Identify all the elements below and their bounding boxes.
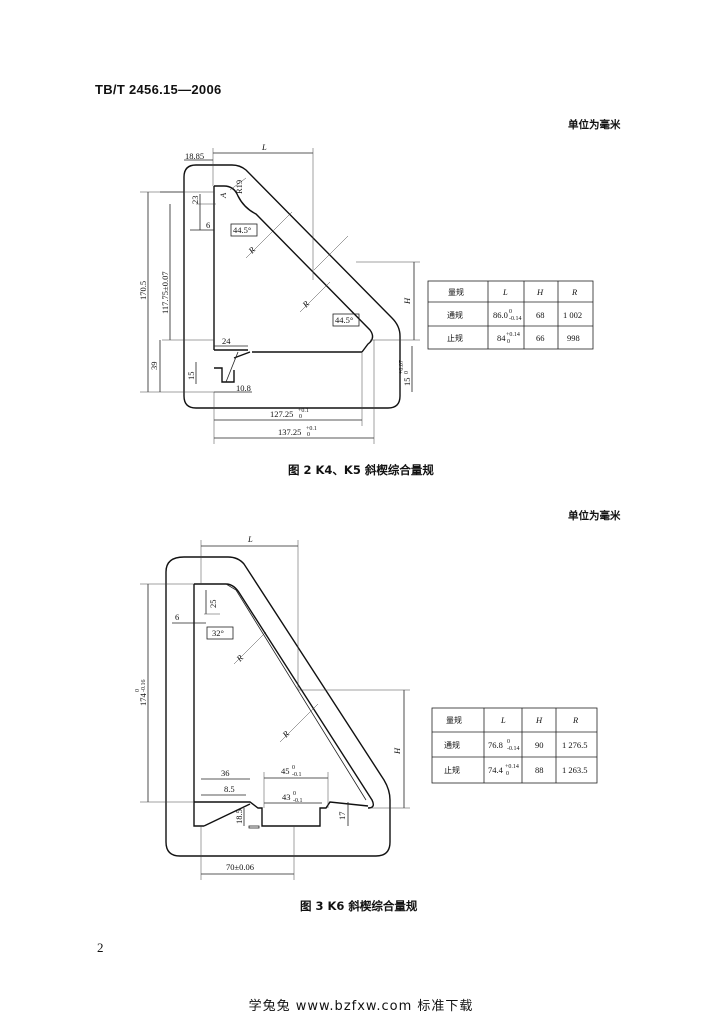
fig2-inner-profile xyxy=(213,185,374,383)
footer-watermark: 学兔兔 www.bzfxw.com 标准下载 xyxy=(248,999,474,1014)
dim-10-8: 10.8 xyxy=(236,383,251,393)
fig3-dim-45-up: 0 xyxy=(292,765,295,771)
fig2-row2-L-lo: 0 xyxy=(507,339,510,345)
fig2-row2-L: 84 xyxy=(497,333,506,343)
fig3-dim-174: 174 xyxy=(138,693,148,707)
fig3-dim-45: 45 xyxy=(281,766,290,776)
unit-note-fig3: 单位为毫米 xyxy=(568,510,621,522)
fig3-dim-R-lower: R xyxy=(280,728,292,740)
fig2-outline xyxy=(183,164,401,409)
fig3-dim-L: L xyxy=(247,534,253,544)
dim-24: 24 xyxy=(222,336,231,346)
page-number: 2 xyxy=(97,940,104,955)
fig3-dim-17: 17 xyxy=(337,812,347,821)
fig3-dim-174-up: 0 xyxy=(135,689,141,692)
fig3-th-gauge: 量规 xyxy=(446,715,462,725)
fig3-row1-L: 76.8 xyxy=(488,740,503,750)
fig3-dim-70: 70±0.06 xyxy=(226,862,254,872)
fig2-row2-L-up: +0.14 xyxy=(506,332,520,338)
fig3-dim-36: 36 xyxy=(221,768,230,778)
fig2-row2-H: 66 xyxy=(536,333,545,343)
fig3-dim-174-lo: -0.16 xyxy=(141,680,147,693)
dim-170-5: 170.5 xyxy=(138,281,148,300)
fig2-row2-R: 998 xyxy=(567,333,580,343)
figure3-caption: 图 3 K6 斜楔综合量规 xyxy=(300,899,418,913)
fig3-dim-6: 6 xyxy=(175,612,179,622)
fig2-th-gauge: 量规 xyxy=(448,287,464,297)
fig2-th-L: L xyxy=(502,287,508,297)
fig2-row1-H: 68 xyxy=(536,310,545,320)
fig3-row2-R: 1 263.5 xyxy=(562,765,588,775)
angle-44-5-lower: 44.5° xyxy=(335,315,353,325)
fig3-dim-25: 25 xyxy=(208,600,218,609)
fig2-row1-L-up: 0 xyxy=(509,309,512,315)
dim-R-upper: R xyxy=(246,244,258,256)
fig3-dim-H: H xyxy=(392,747,402,755)
unit-note-fig2: 单位为毫米 xyxy=(568,119,621,131)
fig3-row2-L-lo: 0 xyxy=(506,771,509,777)
fig3-th-H: H xyxy=(535,715,543,725)
dim-6: 6 xyxy=(206,220,210,230)
fig3-row1-L-lo: -0.14 xyxy=(507,746,520,752)
fig3-outline xyxy=(165,556,391,857)
fig3-row1-H: 90 xyxy=(535,740,544,750)
dim-15-right-tol-up: +0.07 xyxy=(399,360,405,374)
fig2-row2-name: 止规 xyxy=(447,333,463,343)
dim-15-right-tol-lo: 0 xyxy=(404,371,410,374)
fig2-row1-L: 86.0 xyxy=(493,310,508,320)
dim-18-85: 18.85 xyxy=(185,151,204,161)
standard-code: TB/T 2456.15—2006 xyxy=(95,82,222,97)
fig3-table: 量规 L H R 通规 76.8 0 -0.14 90 1 276.5 止规 7… xyxy=(431,707,598,784)
fig3-dim-8-5: 8.5 xyxy=(224,784,235,794)
fig2-row1-name: 通规 xyxy=(447,310,463,320)
fig3-dim-18-5: 18.5 xyxy=(234,809,244,824)
fig3-dim-45-lo: -0.1 xyxy=(292,772,302,778)
dim-L: L xyxy=(261,142,267,152)
fig2-row1-R: 1 002 xyxy=(563,310,582,320)
dim-15-left: 15 xyxy=(186,372,196,381)
fig2-row1-L-lo: -0.14 xyxy=(509,316,522,322)
fig3-dim-43-lo: -0.1 xyxy=(293,798,303,804)
dim-A: A xyxy=(218,192,228,199)
dim-39: 39 xyxy=(149,362,159,371)
dim-137-25-lo: 0 xyxy=(307,432,310,438)
fig3-dim-43: 43 xyxy=(282,792,291,802)
dim-R-lower: R xyxy=(300,298,312,310)
dim-117-75: 117.75±0.07 xyxy=(160,271,170,314)
dim-H: H xyxy=(402,297,412,305)
fig3-dim-43-up: 0 xyxy=(293,791,296,797)
fig3-row1-L-up: 0 xyxy=(507,739,510,745)
fig3-th-L: L xyxy=(500,715,506,725)
dim-23: 23 xyxy=(190,196,200,205)
dim-R19: R19 xyxy=(234,180,244,194)
figure2-caption: 图 2 K4、K5 斜楔综合量规 xyxy=(288,463,434,477)
dim-137-25: 137.25 xyxy=(278,427,301,437)
fig3-row2-L: 74.4 xyxy=(488,765,504,775)
fig3-row2-L-up: +0.14 xyxy=(505,764,519,770)
fig3-row1-name: 通规 xyxy=(444,740,460,750)
fig2-table: 量规 L H R 通规 86.0 0 -0.14 68 1 002 止规 84 … xyxy=(427,280,594,350)
dim-127-25-up: +0.1 xyxy=(298,408,309,414)
dim-127-25: 127.25 xyxy=(270,409,293,419)
fig3-th-R: R xyxy=(572,715,579,725)
fig3-angle-32: 32° xyxy=(212,628,224,638)
dim-137-25-up: +0.1 xyxy=(306,426,317,432)
fig3-row2-H: 88 xyxy=(535,765,544,775)
angle-44-5-upper: 44.5° xyxy=(233,225,251,235)
fig2-th-R: R xyxy=(571,287,578,297)
dim-127-25-lo: 0 xyxy=(299,414,302,420)
fig3-row1-R: 1 276.5 xyxy=(562,740,588,750)
fig3-row2-name: 止规 xyxy=(444,765,460,775)
fig3-inner-profile xyxy=(193,583,375,827)
dim-15-right: 15 xyxy=(402,378,412,387)
fig2-th-H: H xyxy=(536,287,544,297)
